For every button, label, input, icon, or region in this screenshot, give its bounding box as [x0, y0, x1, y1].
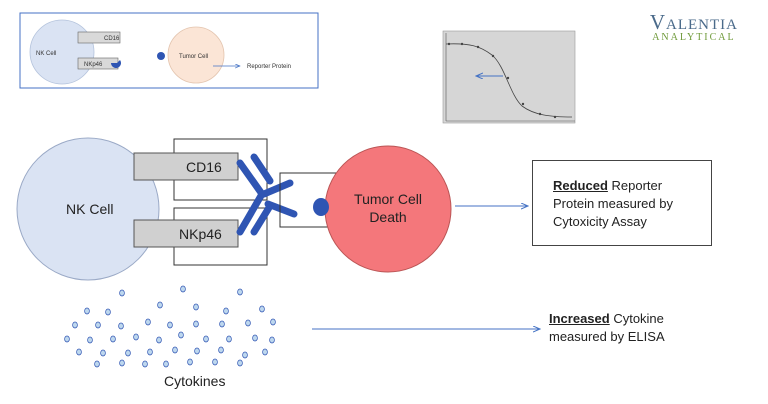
cytokine-dot [156, 336, 162, 344]
cytokine-dot [245, 319, 251, 327]
cytokine-dot [187, 358, 193, 366]
cytokine-dot [212, 358, 218, 366]
sigmoid-curve [445, 43, 573, 118]
nkp46-label: NKp46 [179, 226, 222, 242]
cytokine-dot [237, 359, 243, 367]
cytokine-dot [87, 336, 93, 344]
cytokine-dot [105, 308, 111, 316]
inset-nkp46-ligand-icon [111, 60, 122, 69]
cytokine-dot [145, 318, 151, 326]
cytokine-dot [262, 348, 268, 356]
inset-nk-label: NK Cell [36, 51, 56, 57]
cytokine-dot [242, 351, 248, 359]
valentia-logo: Valentia ANALYTICAL [649, 10, 738, 44]
cytokine-dot [84, 307, 90, 315]
cytokine-dot [72, 321, 78, 329]
increased-cytokine-note: Increased Cytokine measured by ELISA [549, 310, 665, 346]
cytokine-dot [269, 336, 275, 344]
cytokine-dot [237, 288, 243, 296]
cytokine-dot [118, 322, 124, 330]
cytokine-dot [252, 334, 258, 342]
nkp46-receptor [133, 219, 239, 248]
reduced-reporter-note: Reduced Reporter Protein measured by Cyt… [532, 160, 712, 246]
tumor-label-line1: Tumor Cell [354, 191, 422, 207]
cytokine-dot [193, 320, 199, 328]
nk-cell [16, 137, 160, 281]
cytokine-dot [167, 321, 173, 329]
cytokine-dot [147, 348, 153, 356]
cytokine-dot [270, 318, 276, 326]
increased-emphasis: Increased [549, 311, 610, 326]
antigen-dot [313, 198, 329, 216]
increased-line2: measured by ELISA [549, 329, 665, 344]
cytokine-dot [100, 349, 106, 357]
nk-cell-label: NK Cell [66, 201, 113, 217]
cytokine-dot [94, 360, 100, 368]
inset-tumor-cell [167, 26, 225, 84]
cytokine-dot [125, 349, 131, 357]
cytokine-dot [223, 307, 229, 315]
reduced-line3: Cytoxicity Assay [553, 214, 647, 229]
inset-reporter-label: Reporter Protein [247, 64, 291, 70]
inset-panel: NK Cell CD16 NKp46 Tumor Cell Reporter P… [19, 12, 319, 89]
cytokine-dot [193, 303, 199, 311]
cytokine-dot [95, 321, 101, 329]
cytokine-dot [180, 285, 186, 293]
cytokine-dot [157, 301, 163, 309]
cytokine-dot [226, 335, 232, 343]
inset-cd16-receptor [77, 31, 121, 44]
cd16-label: CD16 [186, 159, 222, 175]
logo-line1: Valentia [649, 10, 738, 34]
inset-antigen-dot [157, 52, 165, 60]
reduced-rest: Reporter [607, 178, 663, 193]
cytokine-dot [76, 348, 82, 356]
cytokine-dot [218, 346, 224, 354]
increased-rest: Cytokine [609, 311, 664, 326]
cytokine-dot [119, 359, 125, 367]
cd16-receptor [133, 152, 239, 181]
reduced-line2: Protein measured by [553, 196, 673, 211]
cytokine-dot [133, 333, 139, 341]
cytokine-dot [219, 320, 225, 328]
cytokine-dot [178, 331, 184, 339]
reduced-emphasis: Reduced [553, 178, 608, 193]
cytokine-dot [142, 360, 148, 368]
inset-nkp46-label: NKp46 [84, 62, 103, 68]
cytokine-dot [110, 335, 116, 343]
cytokine-dot [119, 289, 125, 297]
cytokines-label: Cytokines [164, 373, 225, 389]
inset-tumor-label: Tumor Cell [179, 54, 208, 60]
cytokine-dot [64, 335, 70, 343]
tumor-label-line2: Death [369, 209, 406, 225]
logo-line2: ANALYTICAL [652, 32, 736, 43]
cytokine-dot [172, 346, 178, 354]
cytokine-dot [259, 305, 265, 313]
curve-thumbnail [442, 30, 576, 124]
cytokine-dot [194, 347, 200, 355]
inset-cd16-label: CD16 [104, 36, 120, 42]
antibody-icon [236, 153, 298, 236]
cytokine-dot [163, 360, 169, 368]
cytokine-dots [64, 285, 276, 368]
cytokine-dot [203, 335, 209, 343]
